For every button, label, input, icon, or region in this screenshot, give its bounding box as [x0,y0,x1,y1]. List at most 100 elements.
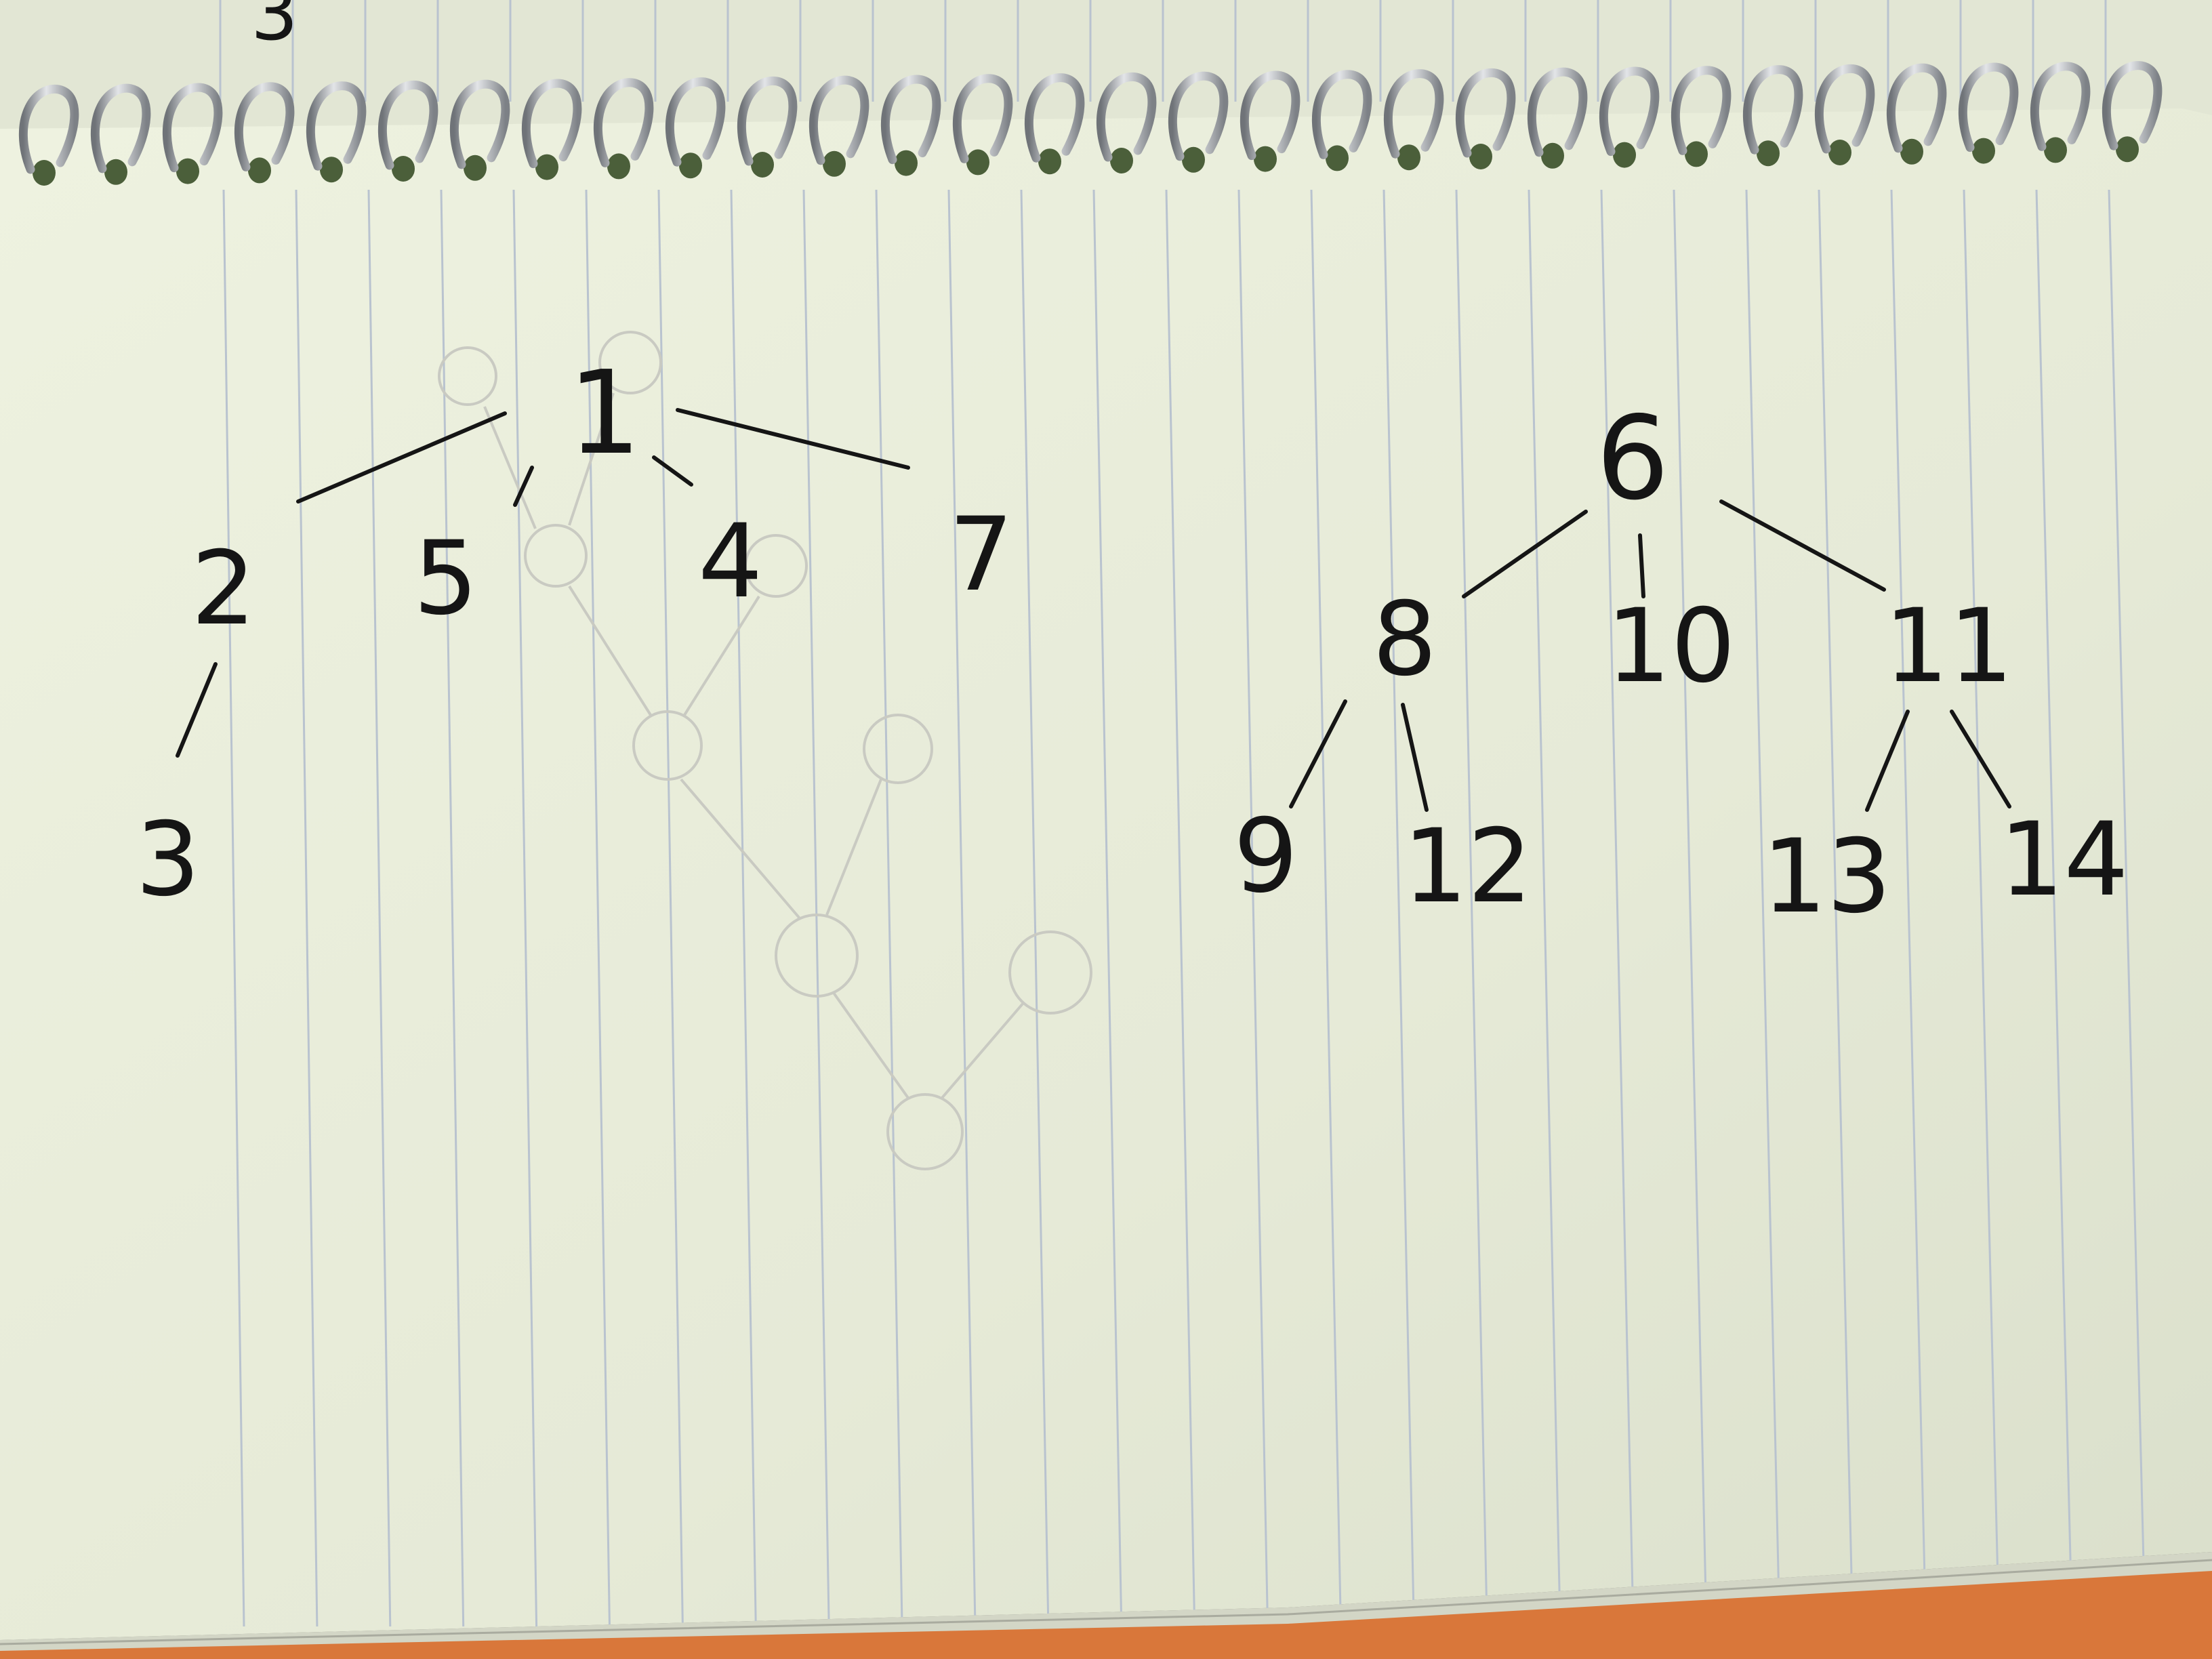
ruled-line [1455,189,1488,1627]
ruled-line [1237,189,1269,1627]
ruled-line [1963,189,2001,1627]
ruled-line [1092,189,1123,1627]
spiral-ring [449,79,510,169]
punch-hole [1397,144,1420,171]
edge-6-8 [1462,510,1588,598]
node-6: 6 [1596,392,1669,526]
spiral-ring [1599,66,1660,157]
punch-hole [176,158,199,184]
left-tree-labels: 1 2 5 4 7 3 [136,346,1013,919]
punch-hole [1828,140,1851,165]
node-10: 10 [1606,588,1736,705]
punch-hole [320,157,343,183]
punch-hole [33,160,56,186]
spiral-ring [234,82,295,171]
node-8: 8 [1372,581,1437,699]
ruled-line [367,189,392,1627]
edge-11-14 [1950,710,2011,808]
ruled-line [2108,189,2146,1627]
node-14: 14 [1999,801,2129,919]
punch-hole [2044,137,2067,163]
punch-hole [1182,146,1205,173]
punch-hole [1254,146,1277,172]
ruled-line [1310,189,1342,1627]
spiral-ring [1886,63,1947,153]
punch-hole [535,154,558,180]
ruled-line [1528,189,1561,1627]
ruled-line [1673,189,1708,1627]
node-1: 1 [568,346,641,480]
edge-1-5 [513,466,534,507]
spiral-ring [880,75,941,165]
punch-hole [1541,142,1564,169]
spiral-ring [306,81,367,171]
ruled-line [1890,189,1927,1627]
edge-11-13 [1865,710,1910,812]
node-3: 3 [136,801,200,919]
punch-holes [33,136,2139,186]
punch-hole [1110,148,1133,173]
notebook-page [0,108,2212,1640]
spiral-ring [2030,62,2091,151]
ruled-line [947,189,977,1627]
spiral-ring [1958,62,2019,152]
ruled-line [1600,189,1635,1627]
spiral-ring [1527,67,1588,157]
right-tree [1289,499,2011,812]
spiral-ring [1024,73,1085,163]
edge-1-7 [676,408,910,470]
spiral-ring [1742,65,1803,155]
punch-hole [1038,148,1061,175]
node-12: 12 [1403,808,1532,926]
ruled-line [222,189,245,1627]
ruled-line [2035,189,2073,1627]
edge-1-4 [652,455,693,487]
node-9: 9 [1233,798,1298,916]
spiral-ring [1168,71,1229,161]
edge-1-2 [296,411,507,504]
ruled-line [657,189,684,1627]
edge-2-3 [176,662,218,758]
spiral-ring [593,78,654,167]
node-2: 2 [191,530,255,648]
left-tree [176,408,910,758]
spiral-ring [90,83,151,173]
edge-6-11 [1719,499,1886,592]
edge-6-10 [1638,533,1645,598]
edge-8-9 [1289,699,1347,808]
edge-8-12 [1401,703,1429,812]
page-stack-edge [0,1552,2212,1659]
punch-hole [1326,145,1349,171]
spiral-ring [808,75,869,165]
spiral-ring [737,76,798,166]
node-11: 11 [1884,588,2013,705]
punch-hole [1757,140,1780,167]
punch-hole [679,152,702,179]
punch-hole [1613,142,1636,168]
ruled-lines [222,189,2146,1627]
ruled-line [730,189,757,1627]
node-5: 5 [413,520,478,638]
ruled-line [1745,189,1781,1627]
spiral-ring [18,84,79,174]
ruled-line [1165,189,1196,1627]
ruled-line [1818,189,1854,1627]
ruled-line [1382,189,1415,1627]
spiral-ring [521,79,582,169]
top-page-digit: 3 [251,0,298,57]
node-7: 7 [949,496,1013,614]
ruled-line [440,189,465,1627]
punch-hole [895,150,918,176]
ruled-line [875,189,903,1627]
ruled-line [295,189,319,1627]
punch-hole [1972,138,1995,164]
punch-hole [1685,141,1708,167]
node-13: 13 [1762,818,1891,936]
punch-hole [823,150,846,177]
spiral-ring [1455,68,1516,158]
spiral-ring [952,74,1013,163]
spiral-ring [377,80,438,170]
spiral-ring [1383,69,1444,159]
punch-hole [1469,144,1492,169]
